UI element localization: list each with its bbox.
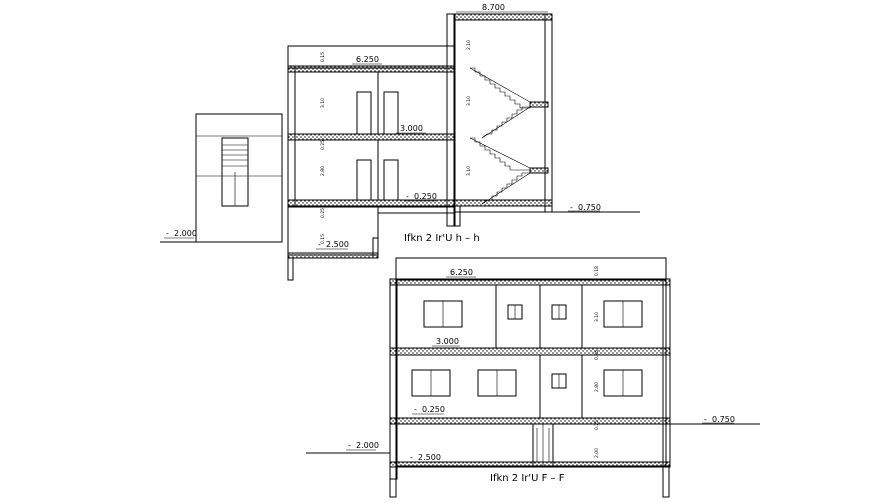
left-annex — [195, 113, 283, 243]
svg-text:0.15: 0.15 — [320, 234, 326, 244]
svg-text:-: - — [318, 240, 321, 249]
windows-ground-floor — [411, 369, 643, 397]
level-roof-f: 6.250 — [450, 268, 473, 277]
svg-text:0.15: 0.15 — [320, 52, 326, 62]
level-first-f: 3.000 — [436, 337, 459, 346]
svg-text:3.10: 3.10 — [594, 312, 600, 322]
level-basement-h: 2.500 — [326, 240, 349, 249]
svg-text:-: - — [406, 192, 409, 201]
level-ground-h: 0.250 — [414, 192, 437, 201]
svg-text:-: - — [166, 229, 169, 238]
svg-text:2.00: 2.00 — [594, 448, 600, 458]
svg-text:-: - — [414, 405, 417, 414]
svg-text:0.18: 0.18 — [594, 266, 600, 276]
dimension-labels-f: 0.18 3.10 0.25 2.80 0.25 2.00 — [594, 266, 600, 458]
svg-text:-: - — [348, 441, 351, 450]
svg-text:2.80: 2.80 — [320, 166, 326, 176]
dimension-labels-h: 0.15 3.10 0.25 2.80 0.25 0.15 2.10 3.10 … — [320, 40, 472, 244]
level-outside-right-f: 0.750 — [712, 415, 735, 424]
svg-text:-: - — [704, 415, 707, 424]
svg-text:3.10: 3.10 — [320, 98, 326, 108]
svg-text:0.25: 0.25 — [320, 140, 326, 150]
level-roof-h: 6.250 — [356, 55, 379, 64]
basement-h — [287, 206, 454, 281]
stair-tower — [453, 13, 553, 227]
tower-width-h: 8.700 — [482, 3, 505, 12]
level-outside-left-f: 2.000 — [356, 441, 379, 450]
level-outside-right-h: 0.750 — [578, 203, 601, 212]
svg-text:0.25: 0.25 — [594, 350, 600, 360]
svg-text:2.80: 2.80 — [594, 382, 600, 392]
svg-text:3.10: 3.10 — [466, 96, 472, 106]
svg-text:0.25: 0.25 — [594, 420, 600, 430]
section-h-title: Ifkn 2 Ir'U h – h — [404, 233, 480, 244]
section-f-title: Ifkn 2 Ir'U F – F — [490, 473, 565, 484]
level-outside-left-h: 2.000 — [174, 229, 197, 238]
svg-text:-: - — [570, 203, 573, 212]
svg-text:-: - — [410, 453, 413, 462]
section-f: 6.250 3.000 0.250 - 2.500 - 2.000 - 0.75… — [306, 257, 760, 498]
level-first-h: 3.000 — [400, 124, 423, 133]
section-h: 6.250 3.000 0.250 - 2.500 - 2.000 - 0.75… — [160, 3, 640, 281]
svg-text:3.10: 3.10 — [466, 166, 472, 176]
level-basement-f: 2.500 — [418, 453, 441, 462]
windows-first-floor — [423, 300, 643, 328]
level-ground-f: 0.250 — [422, 405, 445, 414]
svg-text:2.10: 2.10 — [466, 40, 472, 50]
level-markers-f: 6.250 3.000 0.250 - 2.500 - 2.000 - 0.75… — [346, 268, 735, 463]
level-markers-h: 6.250 3.000 0.250 - 2.500 - 2.000 - 0.75… — [164, 3, 601, 250]
svg-text:0.25: 0.25 — [320, 208, 326, 218]
